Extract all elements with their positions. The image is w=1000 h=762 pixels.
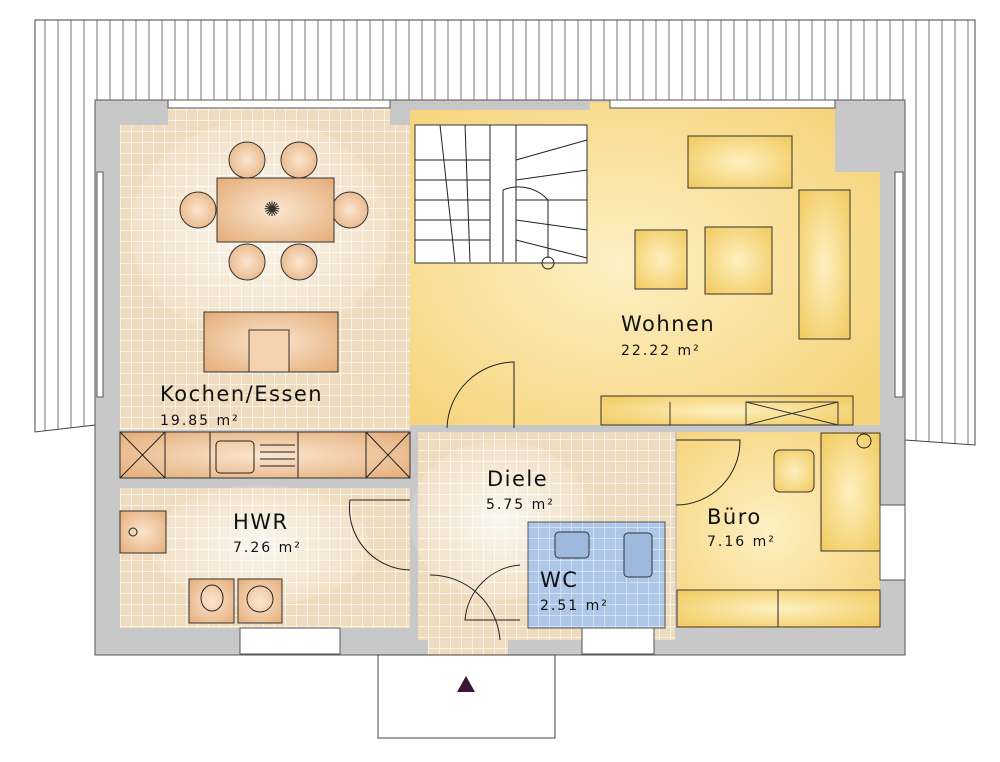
sink	[119, 510, 167, 554]
kitchen-counter	[119, 431, 411, 479]
entrance-terrace	[377, 654, 556, 739]
sofa-top	[687, 135, 793, 189]
room-name-kochen: Kochen/Essen	[160, 382, 323, 406]
coffee-table	[704, 226, 773, 295]
room-labels: Kochen/Essen 19.85 m² Wohnen 22.22 m² Di…	[160, 312, 776, 614]
armchair	[634, 229, 688, 290]
room-area-wohnen: 22.22 m²	[621, 343, 701, 359]
staircase	[414, 124, 588, 270]
room-area-hwr: 7.26 m²	[233, 540, 302, 556]
room-name-wc: WC	[540, 568, 578, 592]
toilet	[623, 532, 653, 578]
room-name-diele: Diele	[487, 467, 548, 491]
entrance-arrow-icon	[457, 676, 475, 692]
room-area-buero: 7.16 m²	[707, 534, 776, 550]
sofa-right	[798, 189, 851, 340]
room-kochen-essen	[120, 102, 410, 430]
desk	[820, 432, 881, 552]
room-area-wc: 2.51 m²	[540, 598, 609, 614]
dryer	[188, 578, 235, 624]
room-area-kochen: 19.85 m²	[160, 413, 240, 429]
windows	[96, 99, 906, 655]
room-name-hwr: HWR	[233, 510, 289, 534]
living-furniture	[600, 135, 854, 426]
sideboard	[600, 395, 854, 426]
wc-basin	[554, 531, 590, 559]
office-chair	[773, 449, 815, 493]
room-buero	[676, 432, 881, 628]
dining-table	[216, 177, 335, 243]
room-area-diele: 5.75 m²	[486, 497, 555, 513]
room-name-wohnen: Wohnen	[621, 312, 715, 336]
svg-text:✺: ✺	[264, 199, 281, 221]
dining-set: ✺	[179, 141, 369, 373]
room-name-buero: Büro	[707, 505, 762, 529]
room-wc	[527, 521, 666, 629]
room-hwr	[119, 485, 410, 628]
cooktop	[248, 329, 290, 373]
